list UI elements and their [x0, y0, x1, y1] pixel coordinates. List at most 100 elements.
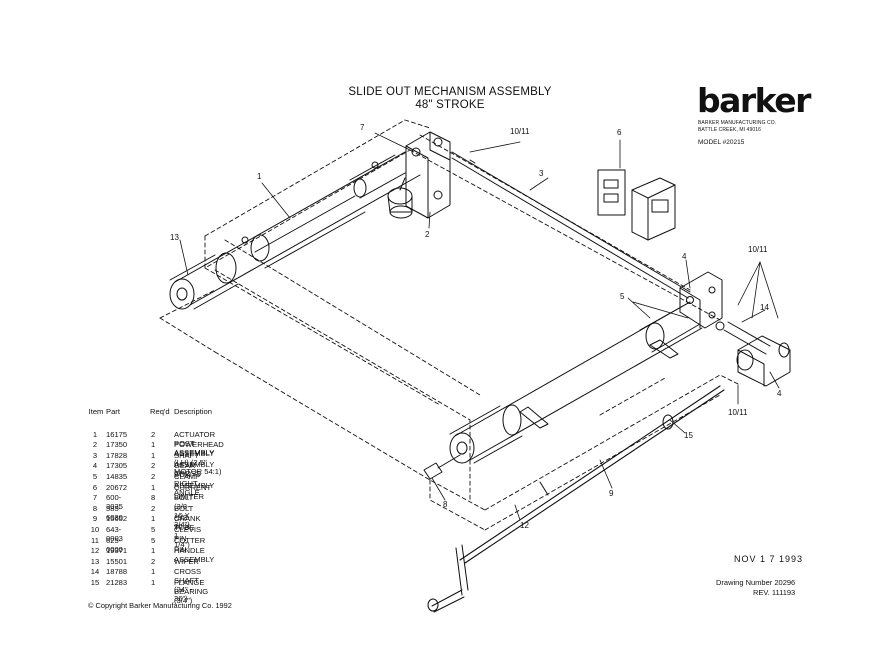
callout-10-11-right: 10/11 — [748, 245, 768, 254]
callout-15: 15 — [684, 431, 693, 440]
header-part: Part — [106, 407, 120, 416]
date-stamp: NOV 1 7 1993 — [734, 554, 804, 564]
part-quantity: 2 — [151, 429, 156, 439]
part-description: FLANGE BEARING (3/4") — [174, 577, 209, 605]
title-line-1: SLIDE OUT MECHANISM ASSEMBLY — [348, 86, 552, 98]
company-name: BARKER MANUFACTURING CO. — [698, 120, 777, 126]
callout-5: 5 — [620, 292, 625, 301]
part-number: 18788 — [106, 567, 128, 577]
part-quantity: 1 — [151, 546, 156, 556]
cross-shaft — [451, 151, 691, 299]
current-limiter — [597, 169, 676, 241]
part-number: 21283 — [106, 577, 128, 587]
part-item-number: 14 — [90, 567, 100, 577]
barker-logo: barker — [697, 81, 811, 120]
part-quantity: 1 — [151, 440, 156, 450]
part-item-number: 9 — [92, 514, 98, 524]
callout-12: 12 — [520, 521, 529, 530]
part-item-number: 15 — [90, 577, 100, 587]
part-item-number: 2 — [92, 440, 98, 450]
part-item-number: 3 — [92, 450, 98, 460]
actuator-post-front — [449, 301, 703, 464]
part-item-number: 10 — [90, 524, 100, 534]
part-description: CURRENT LIMITER — [174, 482, 211, 501]
title-line-2: 48" STROKE — [415, 99, 485, 111]
drawing-info: Drawing Number 20296 REV. 111193 — [716, 578, 795, 598]
actuator-post-left — [169, 151, 421, 310]
crank-assembly — [427, 385, 725, 613]
part-item-number: 8 — [92, 503, 98, 513]
callout-7: 7 — [360, 123, 365, 132]
part-number: 20672 — [106, 482, 128, 492]
part-number: 19371 — [106, 546, 128, 556]
part-description: CROSS SHAFT (24" - 36") — [174, 567, 202, 604]
part-description: ACTUATOR POST ASSEMBLY — [174, 429, 216, 457]
callout-10-11-top: 10/11 — [510, 127, 530, 136]
part-description: POWERHEAD ASSEMBLY (LH) (2.5" MOTOR 54:1… — [174, 440, 224, 477]
callout-4-front: 4 — [777, 389, 782, 398]
part-quantity: 1 — [151, 450, 156, 460]
callout-4-rear: 4 — [682, 252, 687, 261]
part-number: 16175 — [106, 429, 128, 439]
callout-3: 3 — [539, 169, 544, 178]
callout-14: 14 — [760, 303, 769, 312]
drawing-number: Drawing Number 20296 — [716, 578, 796, 587]
part-item-number: 6 — [92, 482, 98, 492]
part-description: WIPER — [174, 556, 199, 566]
part-description: CLAMP ASSEMBLY — [174, 471, 215, 490]
callout-13: 13 — [170, 233, 179, 242]
callout-6: 6 — [617, 128, 622, 137]
gear-box-front — [715, 321, 791, 387]
part-description: GEAR BOX, RIGHT ANGLE — [174, 461, 200, 498]
revision: REV. 111193 — [752, 588, 796, 597]
part-item-number: 4 — [92, 461, 98, 471]
part-number: 17350 — [106, 440, 128, 450]
part-number: 17305 — [106, 461, 128, 471]
callout-2: 2 — [425, 230, 430, 239]
part-number: 14835 — [106, 471, 128, 481]
part-quantity: 2 — [151, 471, 156, 481]
leader-lines — [179, 132, 780, 521]
part-number: 600-3035 — [106, 493, 123, 512]
copyright-notice: © Copyright Barker Manufacturing Co. 199… — [88, 601, 232, 610]
header-description: Description — [174, 407, 212, 416]
part-item-number: 13 — [90, 556, 100, 566]
company-address: BARKER MANUFACTURING CO. BATTLE CREEK, M… — [698, 120, 776, 133]
callout-8: 8 — [443, 500, 448, 509]
powerhead-assembly — [387, 131, 451, 219]
part-number: 625-0000 — [106, 535, 123, 554]
part-description: SHAFT ASSEMBLY CROSS — [174, 450, 215, 478]
model-number: MODEL #20215 — [698, 139, 745, 146]
part-number: 15652 — [106, 514, 128, 524]
part-quantity: 2 — [151, 556, 156, 566]
part-item-number: 7 — [92, 493, 98, 503]
part-number: 15501 — [106, 556, 128, 566]
callout-1: 1 — [257, 172, 262, 181]
part-description: BOLT (3/8-16 X 3/4") — [174, 493, 194, 530]
bolt-detail — [423, 454, 461, 480]
part-quantity: 1 — [151, 567, 156, 577]
part-description: COTTER PIN — [174, 535, 206, 554]
part-quantity: 5 — [151, 535, 156, 545]
part-number: 643-0003 — [106, 524, 123, 543]
gear-box-rear — [679, 271, 723, 329]
part-item-number: 11 — [91, 535, 99, 545]
company-city: BATTLE CREEK, MI 49016 — [698, 126, 761, 133]
part-number: 585-6030 — [106, 503, 123, 522]
part-quantity: 8 — [151, 493, 156, 503]
part-quantity: 2 — [151, 503, 156, 513]
part-description: HANDLE ASSEMBLY — [174, 546, 215, 565]
part-quantity: 2 — [151, 461, 156, 471]
part-item-number: 5 — [92, 471, 98, 481]
part-description: BOLT (1/2-20 X 1 1/4") — [174, 503, 194, 549]
callout-10-11-bottom: 10/11 — [728, 408, 748, 417]
drawing-title: SLIDE OUT MECHANISM ASSEMBLY 48" STROKE — [300, 86, 600, 112]
part-quantity: 1 — [151, 482, 156, 492]
header-reqd: Req'd — [150, 407, 170, 416]
part-item-number: 1 — [92, 429, 98, 439]
callout-9: 9 — [609, 489, 614, 498]
part-quantity: 1 — [151, 577, 156, 587]
part-description: CLEVIS PIN — [174, 524, 202, 543]
part-quantity: 1 — [151, 514, 156, 524]
